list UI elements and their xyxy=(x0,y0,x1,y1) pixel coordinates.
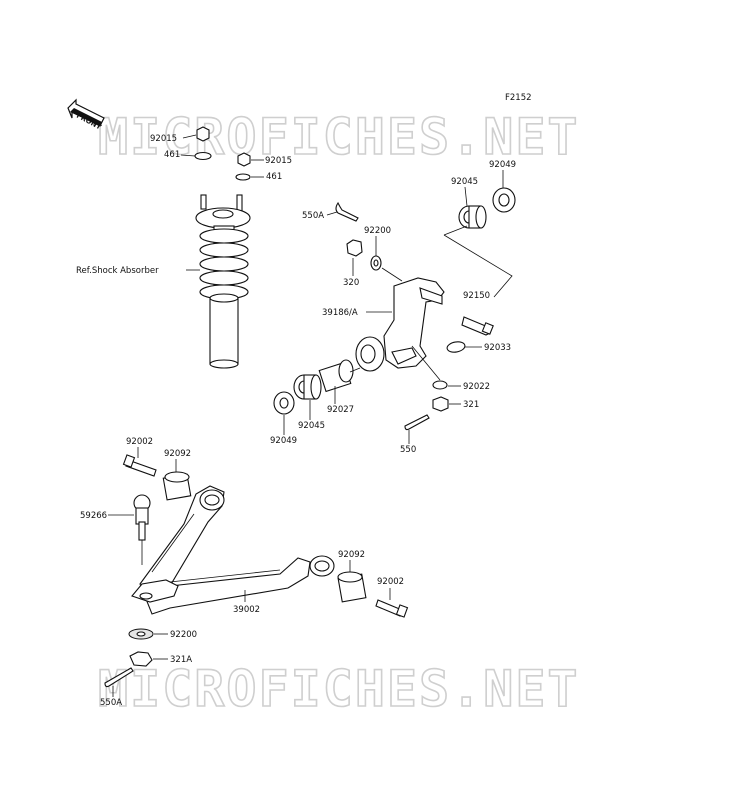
part-39186-label[interactable]: 39186/A xyxy=(322,308,358,318)
part-461-label-a[interactable]: 461 xyxy=(164,150,180,160)
part-39002-label[interactable]: 39002 xyxy=(233,605,260,615)
part-92045-label-top[interactable]: 92045 xyxy=(451,177,478,187)
part-92092-label-right[interactable]: 92092 xyxy=(338,550,365,560)
front-arrow-icon: FRONT xyxy=(67,98,105,131)
part-92092-label-left[interactable]: 92092 xyxy=(164,449,191,459)
part-92033-label[interactable]: 92033 xyxy=(484,343,511,353)
steering-knuckle xyxy=(273,187,516,431)
part-92200-label-top[interactable]: 92200 xyxy=(364,226,391,236)
shock-absorber xyxy=(194,126,251,369)
part-550A-label-top[interactable]: 550A xyxy=(302,211,324,221)
part-320-label[interactable]: 320 xyxy=(343,278,359,288)
part-59266-label[interactable]: 59266 xyxy=(80,511,107,521)
part-550-label[interactable]: 550 xyxy=(400,445,416,455)
part-92002-label-left[interactable]: 92002 xyxy=(126,437,153,447)
watermark-bottom: MICROFICHES.NET xyxy=(98,660,580,718)
part-92022-label[interactable]: 92022 xyxy=(463,382,490,392)
part-92150-label[interactable]: 92150 xyxy=(463,291,490,301)
part-92200-label-bottom[interactable]: 92200 xyxy=(170,630,197,640)
part-92049-label-top[interactable]: 92049 xyxy=(489,160,516,170)
figure-code: F2152 xyxy=(505,93,532,103)
part-92015-label-a[interactable]: 92015 xyxy=(150,134,177,144)
part-461-label-b[interactable]: 461 xyxy=(266,172,282,182)
part-92027-label[interactable]: 92027 xyxy=(327,405,354,415)
ref-shock-absorber-label: Ref.Shock Absorber xyxy=(76,266,159,276)
part-92045-label-bottom[interactable]: 92045 xyxy=(298,421,325,431)
part-321A-label[interactable]: 321A xyxy=(170,655,192,665)
part-92015-label-b[interactable]: 92015 xyxy=(265,156,292,166)
watermark-top: MICROFICHES.NET xyxy=(98,108,580,166)
part-550A-label-bottom[interactable]: 550A xyxy=(100,698,122,708)
part-321-label[interactable]: 321 xyxy=(463,400,479,410)
part-92002-label-right[interactable]: 92002 xyxy=(377,577,404,587)
lower-a-arm xyxy=(104,454,409,688)
part-92049-label-bottom[interactable]: 92049 xyxy=(270,436,297,446)
